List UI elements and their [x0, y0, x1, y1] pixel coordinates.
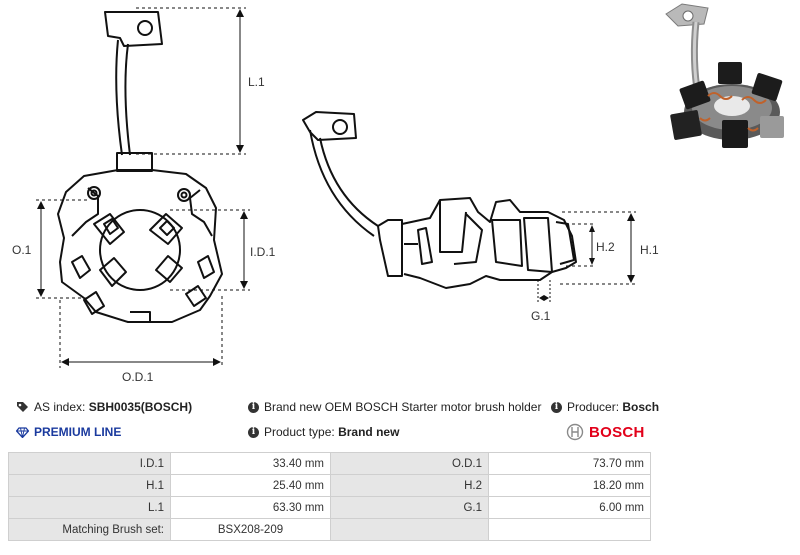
as-index-value: SBH0035(BOSCH) [88, 400, 193, 414]
product-type: i Product type: Brand new [248, 425, 399, 439]
product-type-value: Brand new [338, 425, 400, 439]
producer: i Producer: Bosch [551, 400, 659, 414]
specs-table: I.D.1 33.40 mm O.D.1 73.70 mm H.1 25.40 … [8, 452, 651, 541]
as-index: AS index: SBH0035(BOSCH) [16, 400, 192, 414]
table-row: I.D.1 33.40 mm O.D.1 73.70 mm [8, 452, 651, 475]
side-body-outline [377, 219, 403, 277]
spec-value: 63.30 mm [170, 496, 331, 519]
spec-key: G.1 [330, 496, 489, 519]
info-icon: i [551, 401, 562, 413]
description-text: Brand new OEM BOSCH Starter motor brush … [264, 400, 542, 414]
spec-key: L.1 [8, 496, 171, 519]
table-row: H.1 25.40 mm H.2 18.20 mm [8, 474, 651, 497]
description: i Brand new OEM BOSCH Starter motor brus… [248, 400, 541, 414]
spec-value: 25.40 mm [170, 474, 331, 497]
dim-label-h1: H.1 [640, 243, 659, 257]
info-icon: i [248, 426, 259, 438]
bosch-armature-icon [566, 423, 584, 441]
spec-key: H.2 [330, 474, 489, 497]
dim-label-l1: L.1 [248, 75, 265, 89]
premium-line: PREMIUM LINE [16, 425, 121, 439]
matching-brush-label: Matching Brush set: [8, 518, 171, 541]
table-row: Matching Brush set: BSX208-209 [8, 518, 651, 541]
premium-line-text: PREMIUM LINE [34, 425, 122, 439]
spec-key: I.D.1 [8, 452, 171, 475]
producer-value: Bosch [622, 400, 660, 414]
spec-key: H.1 [8, 474, 171, 497]
dim-label-od1: O.D.1 [122, 370, 154, 384]
matching-brush-link[interactable]: BSX208-209 [170, 518, 331, 541]
bosch-logo: BOSCH [566, 423, 645, 441]
product-type-label: Product type: [264, 425, 335, 439]
product-photo [662, 0, 800, 165]
spec-key: O.D.1 [330, 452, 489, 475]
dim-label-id1: I.D.1 [250, 245, 276, 259]
technical-drawing: L.1 O.1 I.D.1 O.D.1 H.1 H.2 G.1 [12, 7, 659, 384]
table-row: L.1 63.30 mm G.1 6.00 mm [8, 496, 651, 519]
dim-label-o1: O.1 [12, 243, 32, 257]
diamond-icon [16, 426, 29, 438]
bosch-logo-text: BOSCH [589, 423, 645, 441]
dim-label-g1: G.1 [531, 309, 551, 323]
spec-value: 33.40 mm [170, 452, 331, 475]
spec-value-empty [488, 518, 651, 541]
terminal-tab [104, 11, 163, 47]
as-index-label: AS index: [34, 400, 86, 414]
spec-value: 18.20 mm [488, 474, 651, 497]
spec-value: 6.00 mm [488, 496, 651, 519]
tag-icon [16, 401, 29, 413]
spec-key-empty [330, 518, 489, 541]
producer-label: Producer: [567, 400, 620, 414]
info-icon: i [248, 401, 259, 413]
spec-value: 73.70 mm [488, 452, 651, 475]
dim-label-h2: H.2 [596, 240, 615, 254]
